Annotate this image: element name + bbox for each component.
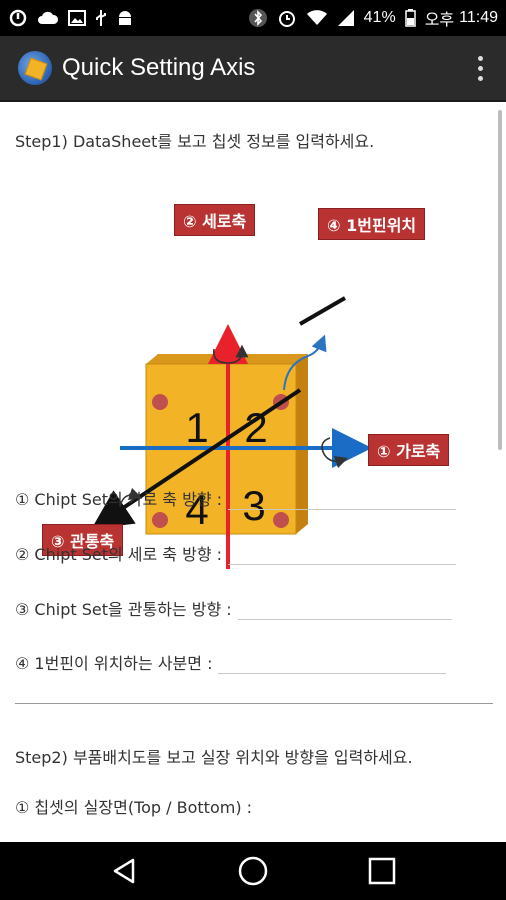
back-icon xyxy=(114,858,135,884)
battery-percent: 41% xyxy=(363,9,396,26)
callout-horizontal-axis: ① 가로축 xyxy=(368,434,450,466)
status-time: 11:49 xyxy=(459,9,498,26)
rotation-mark-vertical xyxy=(212,344,249,364)
horizontal-axis-input[interactable] xyxy=(228,484,457,510)
wifi-icon xyxy=(306,10,327,25)
callout-through-axis: ③ 관통축 xyxy=(42,524,124,556)
field-row-through-axis: ③ Chipt Set을 관통하는 방향 : xyxy=(15,594,452,620)
field-row-pin1-quadrant: ④ 1번핀이 위치하는 사분면 : xyxy=(15,648,447,674)
overflow-menu-icon[interactable] xyxy=(460,43,500,93)
home-button[interactable] xyxy=(223,842,283,900)
recents-icon xyxy=(368,857,395,885)
chip-diagram-svg: 1 2 3 4 xyxy=(91,296,372,569)
quadrant-1: 1 xyxy=(185,404,208,451)
main-content[interactable]: Step1) DataSheet를 보고 칩셋 정보를 입력하세요. xyxy=(0,104,506,842)
callout-pin1-position: ④ 1번핀위치 xyxy=(318,208,426,240)
app-title: Quick Setting Axis xyxy=(62,54,256,81)
signal-icon xyxy=(337,10,354,26)
navigation-bar xyxy=(0,842,506,900)
rotation-mark-through xyxy=(119,487,143,507)
image-icon xyxy=(68,10,86,26)
field-row-horizontal-axis: ① Chipt Set의 가로 축 방향 : xyxy=(15,484,457,510)
through-axis-input[interactable] xyxy=(237,594,452,620)
callout-vertical-axis: ② 세로축 xyxy=(174,204,256,236)
through-axis-back xyxy=(298,296,347,326)
pin-dot xyxy=(152,512,168,528)
field-label-through-axis: ③ Chipt Set을 관통하는 방향 : xyxy=(15,600,232,619)
quadrant-2: 2 xyxy=(244,404,267,451)
pin1-pointer xyxy=(283,334,327,391)
app-bar: Quick Setting Axis xyxy=(0,36,506,102)
quadrant-4: 4 xyxy=(185,486,208,533)
home-icon xyxy=(238,856,268,886)
status-right-icons: 41% 오후 11:49 xyxy=(248,6,498,30)
section-divider xyxy=(15,703,493,704)
app-logo-icon xyxy=(18,51,52,85)
field-row-vertical-axis: ② Chipt Set의 세로 축 방향 : xyxy=(15,539,457,565)
pin-dot xyxy=(152,394,168,410)
field-label-pin1-quadrant: ④ 1번핀이 위치하는 사분면 : xyxy=(15,654,213,673)
step1-heading: Step1) DataSheet를 보고 칩셋 정보를 입력하세요. xyxy=(15,132,375,151)
android-icon xyxy=(119,11,131,25)
battery-icon xyxy=(404,9,416,27)
field-label-vertical-axis: ② Chipt Set의 세로 축 방향 : xyxy=(15,545,223,564)
alarm-icon xyxy=(278,11,295,27)
field-label-mount-side: ① 칩셋의 실장면(Top / Bottom) : xyxy=(15,798,253,817)
bluetooth-icon xyxy=(248,9,267,27)
step2-heading: Step2) 부품배치도를 보고 실장 위치와 방향을 입력하세요. xyxy=(15,748,413,767)
field-label-horizontal-axis: ① Chipt Set의 가로 축 방향 : xyxy=(15,490,223,509)
cloud-icon xyxy=(38,11,59,24)
back-button[interactable] xyxy=(94,842,154,900)
status-ampm: 오후 xyxy=(424,12,455,29)
usb-icon xyxy=(96,10,106,26)
recents-button[interactable] xyxy=(352,842,412,900)
scrollbar[interactable] xyxy=(498,110,502,450)
pin-dot xyxy=(273,512,289,528)
vertical-axis-input[interactable] xyxy=(228,539,457,565)
chip-axis-diagram: 1 2 3 4 ② 세로축 ④ 1번핀위치 ① 가로축 ③ 관통축 xyxy=(0,194,506,574)
status-left-icons xyxy=(8,9,134,27)
rotation-mark-horizontal xyxy=(321,437,349,469)
status-bar: 41% 오후 11:49 xyxy=(0,0,506,36)
pin1-quadrant-input[interactable] xyxy=(218,648,447,674)
notification-icon xyxy=(9,9,27,27)
field-row-mount-side: ① 칩셋의 실장면(Top / Bottom) : xyxy=(15,794,252,818)
